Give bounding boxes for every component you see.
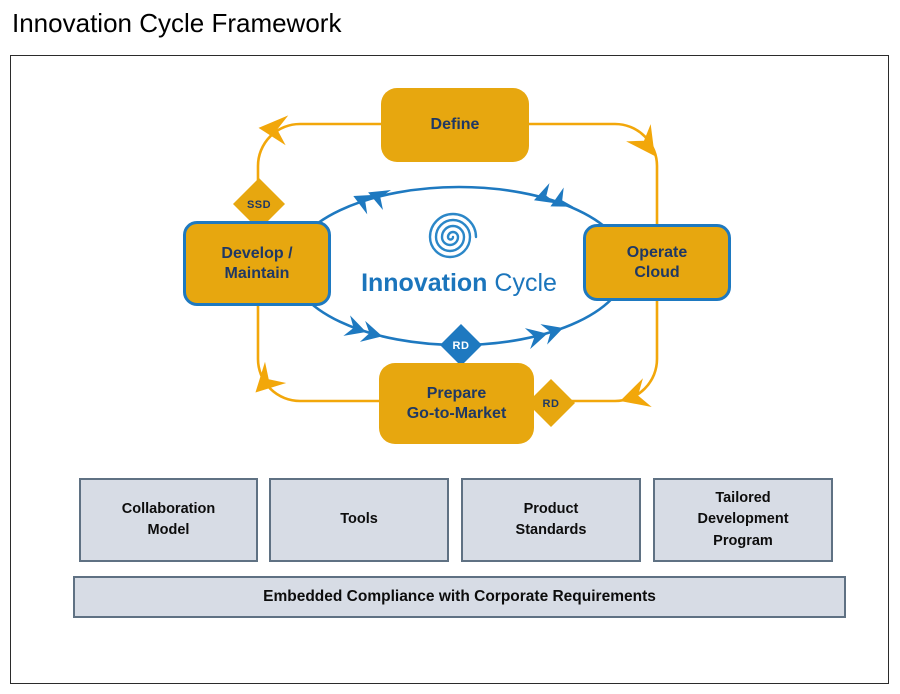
spiral-icon — [428, 212, 478, 259]
foundation-box-tailored-development-program: Tailored Development Program — [653, 478, 833, 562]
cycle-center-title-bold: Innovation — [361, 269, 488, 297]
foundation-box-tools: Tools — [269, 478, 449, 562]
flow-arrowhead-top-right-icon — [626, 124, 655, 157]
cycle-center-title: Innovation Cycle — [361, 269, 557, 298]
chevron-arrow-icon — [540, 324, 564, 345]
rd-outer-badge-label: RD — [543, 398, 560, 410]
chevron-arrow-icon — [359, 320, 383, 342]
inner-cycle-arrowheads — [343, 183, 574, 350]
flow-arrowhead-bottom-right-icon — [620, 378, 652, 407]
diagram-frame: SSD RD RD Define Develop / Maintain Oper… — [10, 55, 889, 684]
outer-cycle-arrowheads — [255, 115, 655, 407]
chevron-arrow-icon — [343, 315, 367, 336]
ssd-badge-label: SSD — [247, 199, 271, 211]
stage-define: Define — [381, 88, 529, 162]
stage-develop-maintain: Develop / Maintain — [183, 221, 331, 306]
compliance-bar: Embedded Compliance with Corporate Requi… — [73, 576, 846, 618]
flow-arrowhead-top-left-icon — [258, 115, 289, 146]
foundation-box-product-standards: Product Standards — [461, 478, 641, 562]
chevron-arrow-icon — [550, 187, 574, 207]
rd-outer-badge: RD — [527, 379, 575, 427]
inner-cycle-ellipse — [289, 185, 629, 347]
chevron-arrow-icon — [368, 190, 392, 211]
stage-prepare-go-to-market: Prepare Go-to-Market — [379, 363, 534, 444]
foundation-box-collaboration-model: Collaboration Model — [79, 478, 258, 562]
ssd-badge: SSD — [233, 178, 285, 230]
page-title: Innovation Cycle Framework — [12, 8, 342, 38]
chevron-arrow-icon — [353, 194, 377, 215]
chevron-arrow-icon — [524, 328, 548, 350]
rd-inner-badge-label: RD — [453, 340, 470, 352]
flow-arrowhead-bottom-left-icon — [255, 361, 287, 393]
chevron-arrow-icon — [533, 183, 557, 204]
cycle-center-title-regular: Cycle — [487, 269, 557, 297]
rd-inner-badge: RD — [440, 324, 482, 366]
stage-operate-cloud: Operate Cloud — [583, 224, 731, 301]
